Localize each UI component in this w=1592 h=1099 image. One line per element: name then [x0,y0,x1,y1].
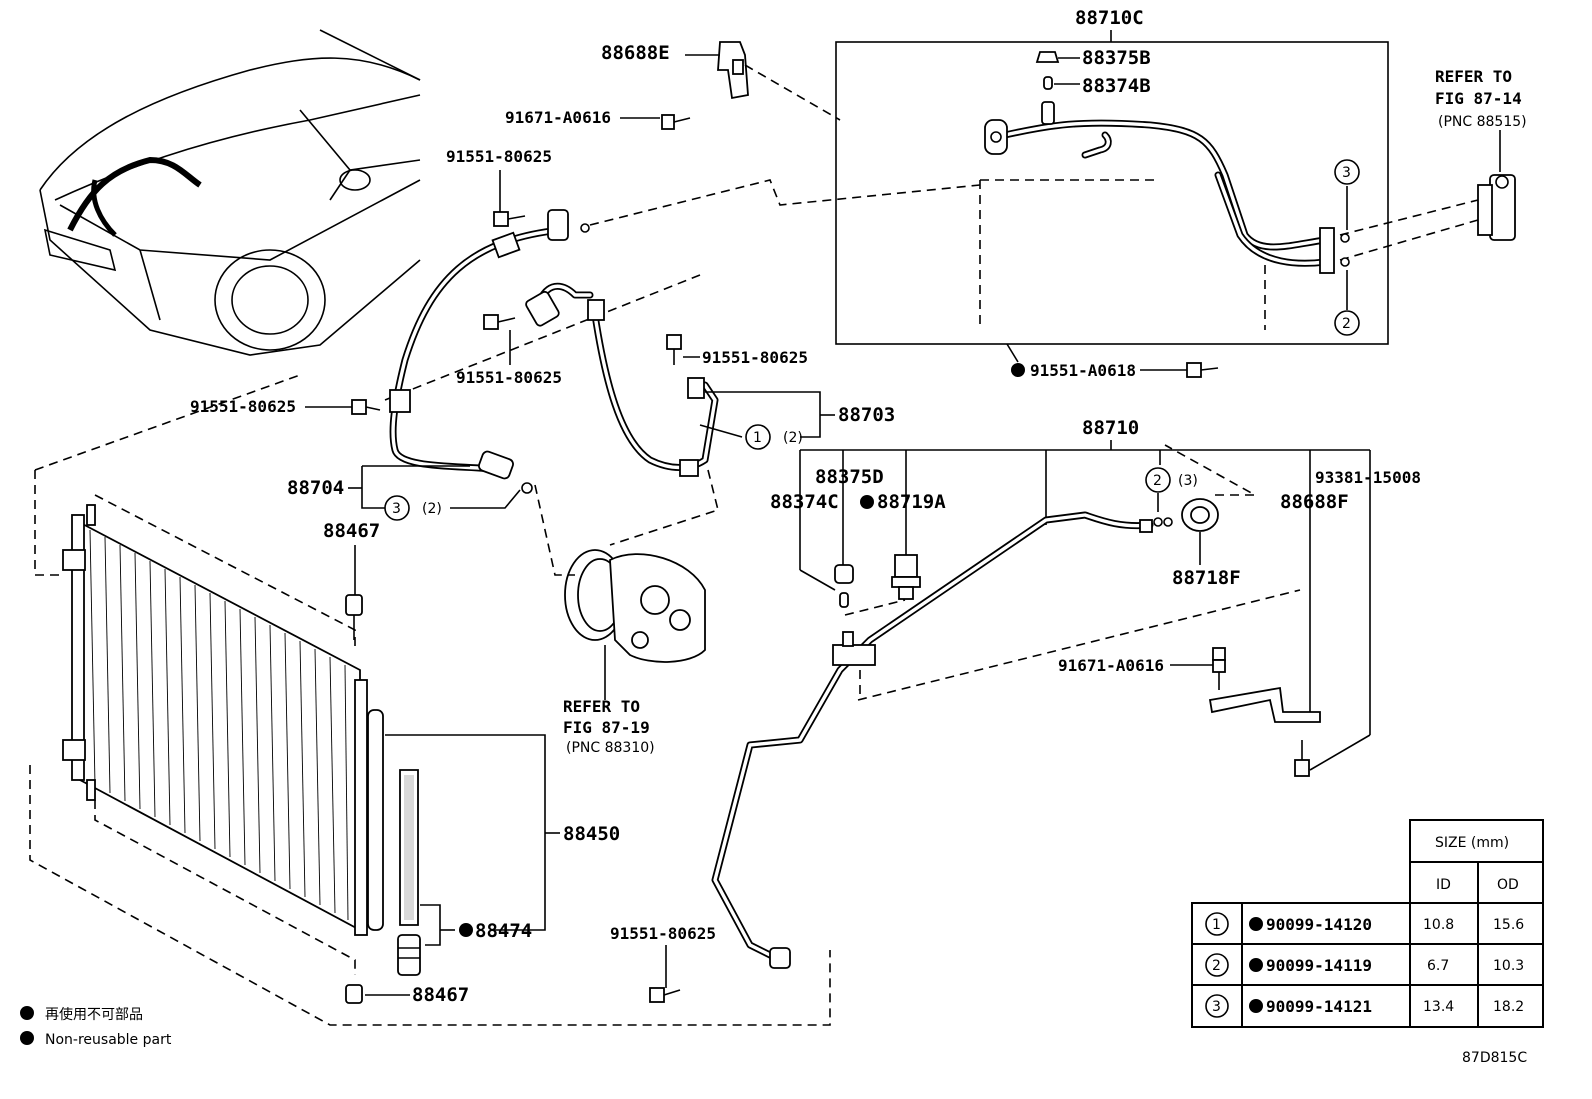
label-91671-top: 91671-A0616 [505,108,611,127]
svg-text:(PNC 88515): (PNC 88515) [1438,114,1527,130]
nonreusable-dot-88719A [860,495,874,509]
switch-88719A[interactable] [891,554,921,600]
core-88374B[interactable] [1043,76,1053,90]
suction-fittings [525,290,705,477]
hose-fitting-top [389,209,569,480]
bolt-91551-c[interactable] [666,334,682,365]
svg-text:(3): (3) [1178,473,1198,489]
detail-box-88710C [835,41,1389,345]
svg-text:1: 1 [1212,917,1221,933]
label-88374B: 88374B [1082,75,1151,97]
svg-text:18.2: 18.2 [1493,999,1524,1015]
plug-88467-bottom[interactable] [345,984,363,1004]
bolt-91551-d[interactable] [351,399,381,415]
marker-3-88704: 3 (2) [384,495,442,521]
label-88467-top: 88467 [323,520,380,542]
bolt-91671-mid[interactable] [1212,659,1226,673]
svg-text:10.8: 10.8 [1423,917,1454,933]
label-88474: 88474 [475,920,532,942]
desiccant-88474[interactable] [397,769,421,976]
label-88375B: 88375B [1082,47,1151,69]
svg-text:FIG 87-19: FIG 87-19 [563,718,650,737]
condenser[interactable] [62,504,384,936]
svg-text:90099-14120: 90099-14120 [1266,915,1372,934]
label-91551-c: 91551-80625 [702,348,808,367]
svg-text:13.4: 13.4 [1423,999,1454,1015]
svg-text:3: 3 [1212,999,1221,1015]
plug-88467-top[interactable] [345,594,363,640]
label-88703: 88703 [838,404,895,426]
label-91671-mid: 91671-A0616 [1058,656,1164,675]
label-91551-b: 91551-80625 [456,368,562,387]
receiver-88515[interactable] [1477,174,1516,241]
label-91551-d: 91551-80625 [190,397,296,416]
svg-text:10.3: 10.3 [1493,958,1524,974]
bracket-88688E[interactable] [717,41,749,100]
label-88467-bottom: 88467 [412,984,469,1006]
label-88710C: 88710C [1075,7,1144,29]
label-88704: 88704 [287,477,344,499]
svg-text:90099-14121: 90099-14121 [1266,997,1372,1016]
legend: 再使用不可部品 Non-reusable part [20,1006,172,1048]
svg-text:REFER TO: REFER TO [563,697,640,716]
svg-text:6.7: 6.7 [1427,958,1449,974]
bolt-91551-a[interactable] [493,211,526,227]
label-91551-e: 91551-80625 [610,924,716,943]
marker-3-top: 3 [1334,159,1360,185]
figure-code: 87D815C [1462,1050,1527,1066]
core-88374C[interactable] [839,592,849,608]
refer-note-receiver: REFER TO FIG 87-14 (PNC 88515) [1435,67,1527,130]
label-88719A: 88719A [877,491,946,513]
size-col-id: ID [1436,877,1451,893]
compressor[interactable] [564,549,706,663]
marker-2-top: 2 [1334,310,1360,336]
size-header: SIZE (mm) [1435,835,1509,851]
nonreusable-dot-91551-A0618 [1011,363,1025,377]
pipe-88710C-fittings [984,101,1335,274]
label-88375D: 88375D [815,466,884,488]
bracket-88688F[interactable] [1208,647,1321,723]
svg-text:3: 3 [392,501,401,517]
label-88710: 88710 [1082,417,1139,439]
svg-text:FIG 87-14: FIG 87-14 [1435,89,1522,108]
clamp-88718F[interactable] [1181,498,1219,532]
bolt-91551-b[interactable] [483,314,516,330]
pipe-88710-fittings [769,519,1153,969]
label-88688E: 88688E [601,42,670,64]
cap-88375B[interactable] [1035,51,1060,63]
label-91551-A0618: 91551-A0618 [1030,361,1136,380]
label-93381: 93381-15008 [1315,468,1421,487]
bolt-91551-e[interactable] [649,987,681,1003]
svg-text:3: 3 [1342,165,1351,181]
label-91551-a: 91551-80625 [446,147,552,166]
svg-text:Non-reusable part: Non-reusable part [45,1032,172,1048]
svg-text:1: 1 [753,430,762,446]
label-88718F: 88718F [1172,567,1241,589]
svg-text:90099-14119: 90099-14119 [1266,956,1372,975]
svg-text:再使用不可部品: 再使用不可部品 [45,1006,143,1023]
refer-note-compressor: REFER TO FIG 87-19 (PNC 88310) [563,697,655,756]
marker-1-88703: 1 (2) [745,424,803,450]
bolt-93381[interactable] [1294,759,1310,777]
label-88374C: 88374C [770,491,839,513]
label-88450: 88450 [563,823,620,845]
marker-2-88710: 2 (3) [1145,467,1198,493]
size-table: SIZE (mm) ID OD 1 90099-14120 10.8 15.6 … [1191,819,1544,1028]
svg-text:2: 2 [1153,473,1162,489]
svg-text:2: 2 [1342,316,1351,332]
size-col-od: OD [1497,877,1519,893]
bolt-91671-top[interactable] [661,114,691,130]
svg-text:15.6: 15.6 [1493,917,1524,933]
label-88688F: 88688F [1280,491,1349,513]
svg-text:2: 2 [1212,958,1221,974]
bolt-91551-A0618[interactable] [1186,362,1219,378]
svg-text:(2): (2) [783,430,803,446]
svg-text:(PNC 88310): (PNC 88310) [566,740,655,756]
vehicle-sketch [39,29,421,356]
cap-88375D[interactable] [834,564,854,584]
svg-text:REFER TO: REFER TO [1435,67,1512,86]
svg-text:(2): (2) [422,501,442,517]
nonreusable-dot-88474 [459,923,473,937]
